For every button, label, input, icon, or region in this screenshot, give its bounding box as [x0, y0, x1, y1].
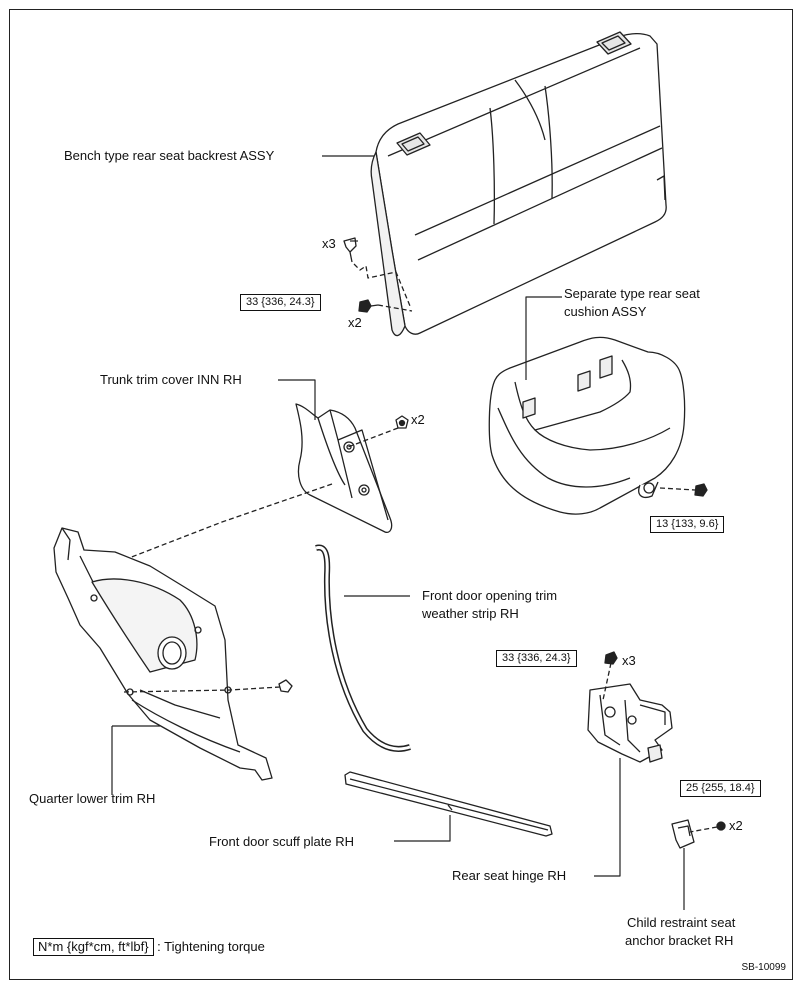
weather-strip-drawing [315, 544, 411, 752]
torque-legend: N*m {kgf*cm, ft*lbf} : Tightening torque [33, 938, 265, 956]
torque-box-cushion: 13 {133, 9.6} [650, 516, 725, 533]
anchor-fasteners [689, 821, 726, 833]
hinge-fasteners [602, 651, 618, 701]
trunk-trim-cover-drawing [295, 403, 393, 534]
torque-box-backrest: 33 {336, 24.3} [240, 294, 321, 311]
anchor-bracket-drawing [671, 819, 695, 849]
leader-lines [111, 155, 685, 910]
torque-box-hinge: 33 {336, 24.3} [496, 650, 577, 667]
label-trunk-trim: Trunk trim cover INN RH [100, 372, 242, 387]
torque-box-anchor: 25 {255, 18.4} [680, 780, 761, 797]
legend-unit-box: N*m {kgf*cm, ft*lbf} [33, 938, 154, 956]
cushion-fasteners [659, 483, 708, 497]
figure-code: SB-10099 [741, 962, 786, 973]
label-anchor-line1: Child restraint seat [627, 915, 736, 930]
qty-trunk-clip: x2 [411, 412, 425, 427]
label-cushion-line2: cushion ASSY [564, 304, 647, 319]
rear-seat-hinge-drawing [587, 683, 673, 763]
label-scuff-plate: Front door scuff plate RH [209, 834, 354, 849]
label-weather-strip-line1: Front door opening trim [422, 588, 558, 603]
qty-hinge-bolt: x3 [622, 653, 636, 668]
label-quarter-trim: Quarter lower trim RH [29, 791, 156, 806]
label-backrest: Bench type rear seat backrest ASSY [64, 148, 275, 163]
qty-backrest-bolt: x2 [348, 315, 362, 330]
legend-description: : Tightening torque [157, 939, 265, 954]
qty-anchor-bolt: x2 [729, 818, 743, 833]
scuff-plate-drawing [344, 771, 553, 837]
label-cushion-line1: Separate type rear seat [564, 286, 700, 301]
qty-backrest-clip: x3 [322, 236, 336, 251]
label-anchor-line2: anchor bracket RH [625, 933, 734, 948]
quarter-trim-fasteners [123, 679, 293, 693]
trunk-trim-fasteners [347, 415, 409, 448]
label-rear-seat-hinge: Rear seat hinge RH [452, 868, 567, 883]
backrest-assy-drawing [370, 31, 667, 337]
seat-cushion-drawing [488, 336, 686, 515]
diagram-frame [9, 9, 793, 980]
label-weather-strip-line2: weather strip RH [422, 606, 519, 621]
quarter-lower-trim-drawing [53, 527, 273, 781]
